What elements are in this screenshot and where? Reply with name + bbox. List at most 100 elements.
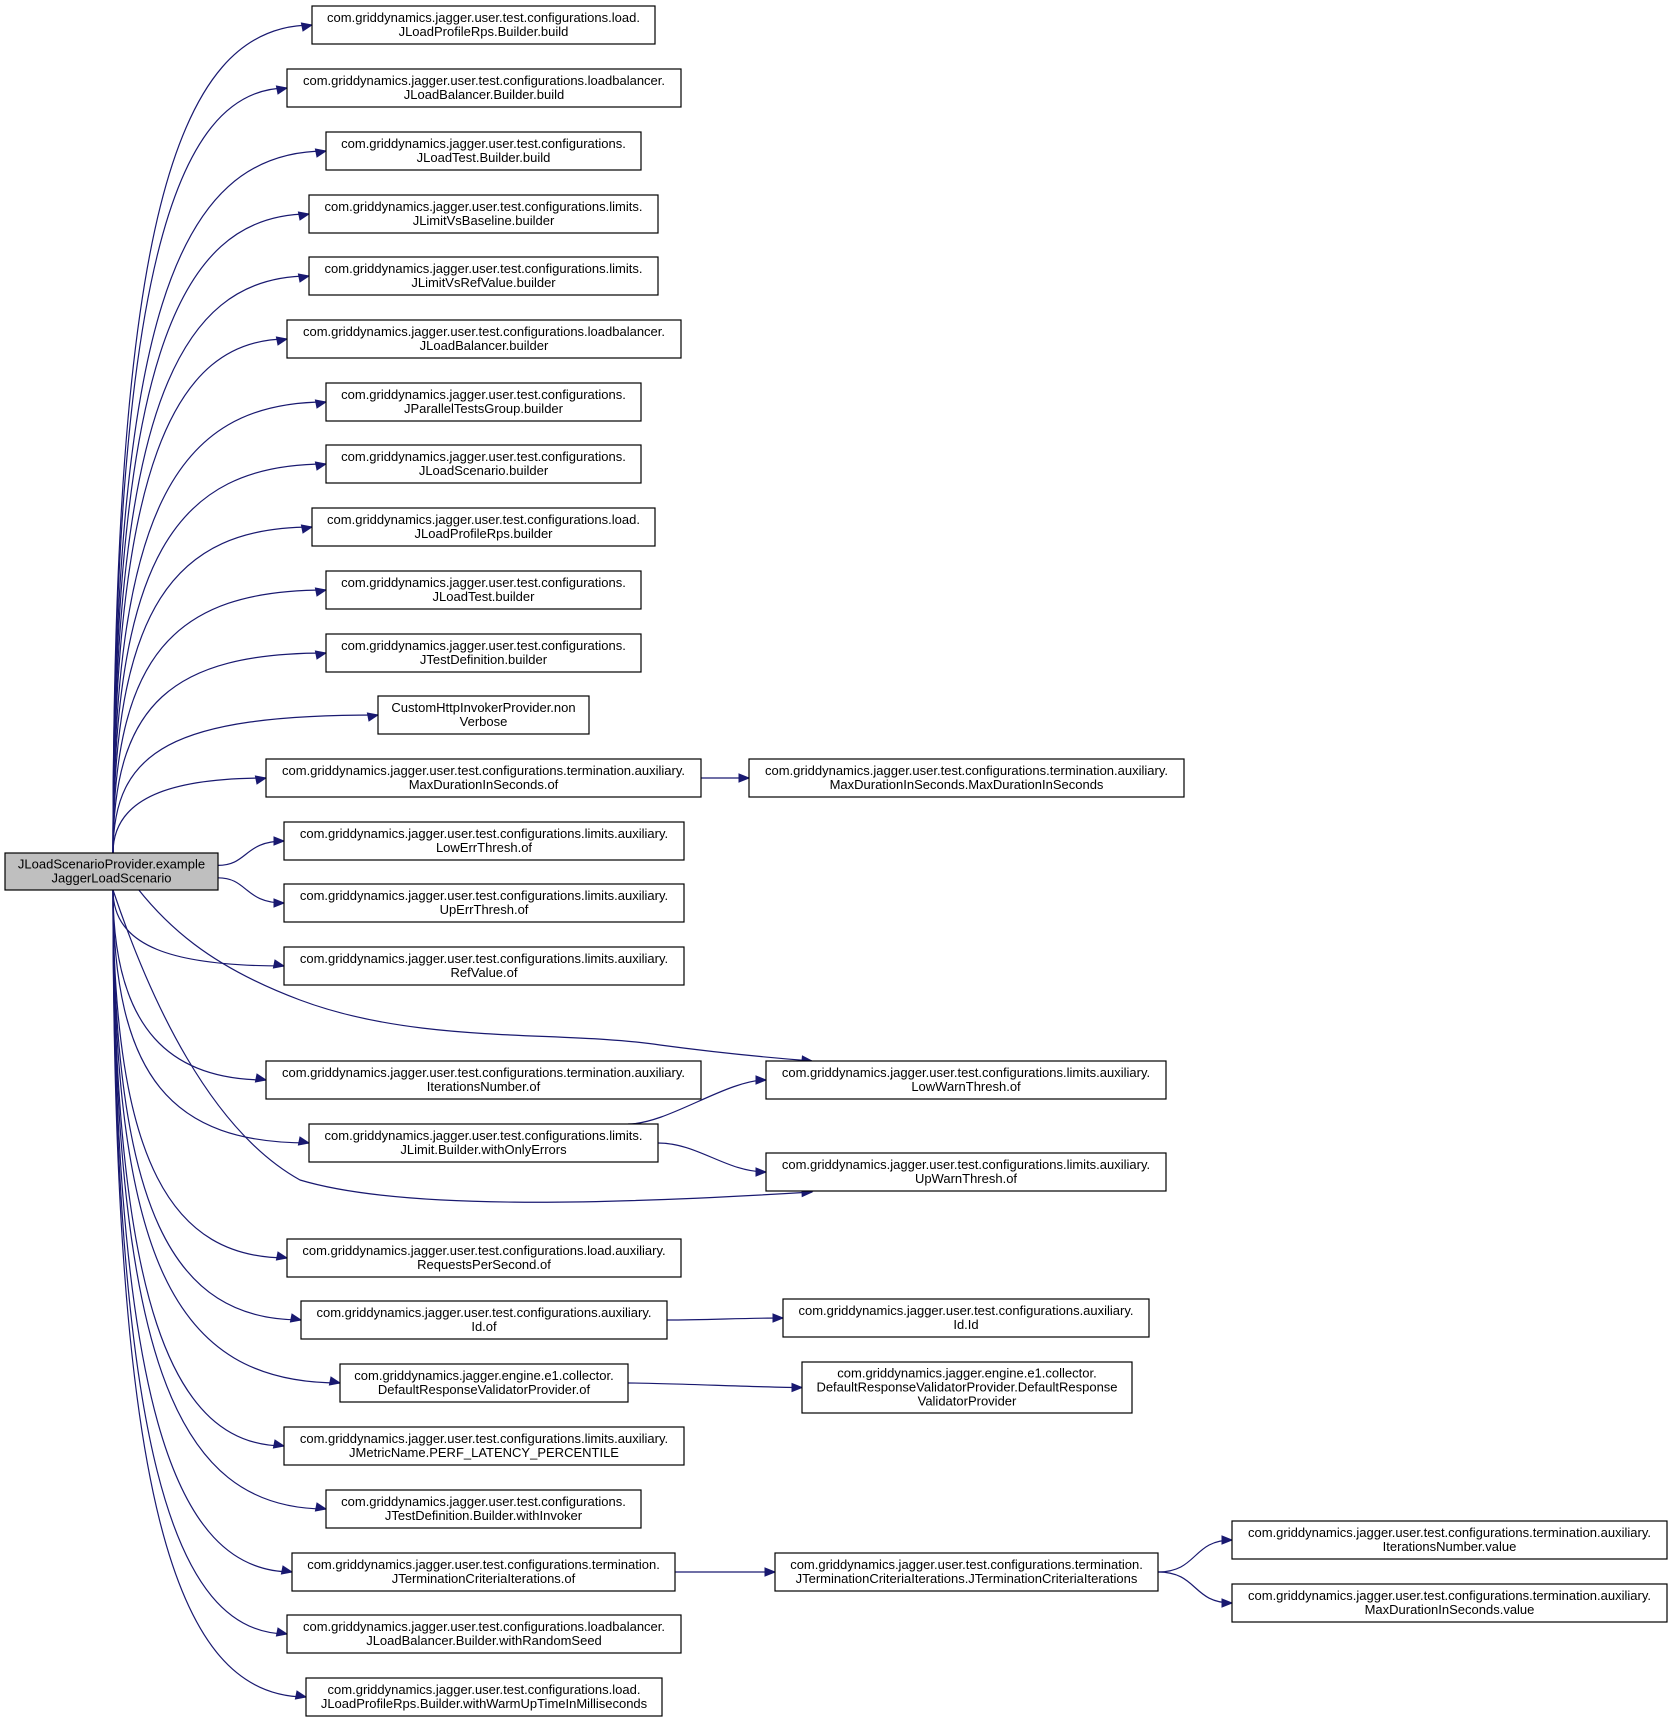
- node-n10[interactable]: com.griddynamics.jagger.user.test.config…: [325, 570, 642, 610]
- node-box[interactable]: [286, 1614, 682, 1654]
- node-box[interactable]: [4, 852, 219, 891]
- node-n19[interactable]: com.griddynamics.jagger.user.test.config…: [286, 1238, 682, 1278]
- node-label-line: com.griddynamics.jagger.user.test.config…: [303, 324, 665, 339]
- node-box[interactable]: [339, 1363, 629, 1403]
- node-label-line: JLoadBalancer.Builder.withRandomSeed: [366, 1633, 602, 1648]
- node-box[interactable]: [325, 382, 642, 422]
- edge-root-to-n19-arrowhead: [275, 1251, 289, 1261]
- node-n20a[interactable]: com.griddynamics.jagger.user.test.config…: [782, 1298, 1150, 1338]
- node-box[interactable]: [308, 256, 659, 296]
- node-n4[interactable]: com.griddynamics.jagger.user.test.config…: [308, 194, 659, 234]
- edge-root-to-n21-arrowhead: [328, 1376, 342, 1386]
- node-n7[interactable]: com.griddynamics.jagger.user.test.config…: [325, 382, 642, 422]
- edge-root-to-n10: [112, 589, 327, 854]
- node-box[interactable]: [308, 194, 659, 234]
- node-n3[interactable]: com.griddynamics.jagger.user.test.config…: [325, 131, 642, 171]
- node-n24a[interactable]: com.griddynamics.jagger.user.test.config…: [774, 1552, 1159, 1592]
- node-n24b[interactable]: com.griddynamics.jagger.user.test.config…: [1231, 1520, 1668, 1560]
- node-box[interactable]: [801, 1361, 1133, 1414]
- node-box[interactable]: [283, 946, 685, 986]
- node-box[interactable]: [377, 695, 590, 735]
- node-uw[interactable]: com.griddynamics.jagger.user.test.config…: [765, 1152, 1167, 1192]
- node-n9[interactable]: com.griddynamics.jagger.user.test.config…: [311, 507, 656, 547]
- node-n22[interactable]: com.griddynamics.jagger.user.test.config…: [283, 1426, 685, 1466]
- node-label-line: com.griddynamics.jagger.user.test.config…: [303, 1619, 665, 1634]
- node-label-line: JaggerLoadScenario: [52, 871, 172, 886]
- node-box[interactable]: [286, 319, 682, 359]
- node-box[interactable]: [286, 68, 682, 108]
- node-box[interactable]: [325, 444, 642, 484]
- node-n20[interactable]: com.griddynamics.jagger.user.test.config…: [300, 1300, 668, 1340]
- node-box[interactable]: [1231, 1520, 1668, 1560]
- node-box[interactable]: [774, 1552, 1159, 1592]
- node-box[interactable]: [305, 1677, 663, 1717]
- node-box[interactable]: [308, 1123, 659, 1163]
- edge-root-to-n2: [112, 87, 288, 854]
- node-label-line: com.griddynamics.jagger.user.test.config…: [300, 888, 668, 903]
- node-box[interactable]: [1231, 1583, 1668, 1623]
- node-label-line: MaxDurationInSeconds.value: [1365, 1602, 1535, 1617]
- edge-n18-to-lw-arrowhead: [755, 1075, 768, 1085]
- node-label-line: JParallelTestsGroup.builder: [404, 401, 564, 416]
- node-box[interactable]: [325, 633, 642, 673]
- edge-root-to-n4-arrowhead: [297, 211, 311, 221]
- edge-root-to-n1: [112, 24, 313, 854]
- node-box[interactable]: [325, 1489, 642, 1529]
- node-n24c[interactable]: com.griddynamics.jagger.user.test.config…: [1231, 1583, 1668, 1623]
- node-n2[interactable]: com.griddynamics.jagger.user.test.config…: [286, 68, 682, 108]
- node-box[interactable]: [311, 5, 656, 45]
- node-label-line: com.griddynamics.jagger.user.test.config…: [790, 1557, 1143, 1572]
- node-n11[interactable]: com.griddynamics.jagger.user.test.config…: [325, 633, 642, 673]
- edge-root-to-n17-arrowhead: [254, 1073, 268, 1083]
- node-label-line: com.griddynamics.jagger.user.test.config…: [782, 1065, 1150, 1080]
- node-box[interactable]: [291, 1552, 676, 1592]
- node-box[interactable]: [765, 1060, 1167, 1100]
- node-box[interactable]: [283, 821, 685, 861]
- node-label-line: com.griddynamics.jagger.user.test.config…: [316, 1305, 651, 1320]
- node-box[interactable]: [311, 507, 656, 547]
- node-box[interactable]: [283, 1426, 685, 1466]
- node-label-line: com.griddynamics.jagger.user.test.config…: [325, 199, 643, 214]
- node-label-line: UpErrThresh.of: [440, 902, 529, 917]
- edge-root-to-n7: [112, 401, 327, 854]
- node-n26[interactable]: com.griddynamics.jagger.user.test.config…: [305, 1677, 663, 1717]
- node-n13a[interactable]: com.griddynamics.jagger.user.test.config…: [748, 758, 1185, 798]
- node-n13[interactable]: com.griddynamics.jagger.user.test.config…: [265, 758, 702, 798]
- node-n21[interactable]: com.griddynamics.jagger.engine.e1.collec…: [339, 1363, 629, 1403]
- node-n24[interactable]: com.griddynamics.jagger.user.test.config…: [291, 1552, 676, 1592]
- node-box[interactable]: [265, 758, 702, 798]
- node-box[interactable]: [765, 1152, 1167, 1192]
- edge-root-to-n18: [112, 889, 310, 1144]
- node-n25[interactable]: com.griddynamics.jagger.user.test.config…: [286, 1614, 682, 1654]
- node-lw[interactable]: com.griddynamics.jagger.user.test.config…: [765, 1060, 1167, 1100]
- nodes-layer: JLoadScenarioProvider.exampleJaggerLoadS…: [4, 5, 1668, 1717]
- node-n23[interactable]: com.griddynamics.jagger.user.test.config…: [325, 1489, 642, 1529]
- node-n1[interactable]: com.griddynamics.jagger.user.test.config…: [311, 5, 656, 45]
- node-root[interactable]: JLoadScenarioProvider.exampleJaggerLoadS…: [4, 852, 219, 891]
- node-box[interactable]: [748, 758, 1185, 798]
- node-box[interactable]: [325, 131, 642, 171]
- edge-root-to-n8: [112, 463, 327, 854]
- node-n15[interactable]: com.griddynamics.jagger.user.test.config…: [283, 883, 685, 923]
- node-n8[interactable]: com.griddynamics.jagger.user.test.config…: [325, 444, 642, 484]
- node-n21a[interactable]: com.griddynamics.jagger.engine.e1.collec…: [801, 1361, 1133, 1414]
- node-label-line: RequestsPerSecond.of: [417, 1257, 551, 1272]
- node-n18[interactable]: com.griddynamics.jagger.user.test.config…: [308, 1123, 659, 1163]
- node-box[interactable]: [325, 570, 642, 610]
- node-box[interactable]: [300, 1300, 668, 1340]
- node-n14[interactable]: com.griddynamics.jagger.user.test.config…: [283, 821, 685, 861]
- edge-root-to-n11-arrowhead: [314, 650, 328, 660]
- node-box[interactable]: [265, 1060, 702, 1100]
- node-n17[interactable]: com.griddynamics.jagger.user.test.config…: [265, 1060, 702, 1100]
- node-box[interactable]: [286, 1238, 682, 1278]
- node-label-line: IterationsNumber.of: [427, 1079, 541, 1094]
- node-box[interactable]: [283, 883, 685, 923]
- edge-n21-to-n21a-arrowhead: [791, 1382, 804, 1393]
- node-n6[interactable]: com.griddynamics.jagger.user.test.config…: [286, 319, 682, 359]
- node-box[interactable]: [782, 1298, 1150, 1338]
- edge-root-to-n15: [217, 877, 285, 904]
- node-n5[interactable]: com.griddynamics.jagger.user.test.config…: [308, 256, 659, 296]
- node-n16[interactable]: com.griddynamics.jagger.user.test.config…: [283, 946, 685, 986]
- node-label-line: UpWarnThresh.of: [915, 1171, 1017, 1186]
